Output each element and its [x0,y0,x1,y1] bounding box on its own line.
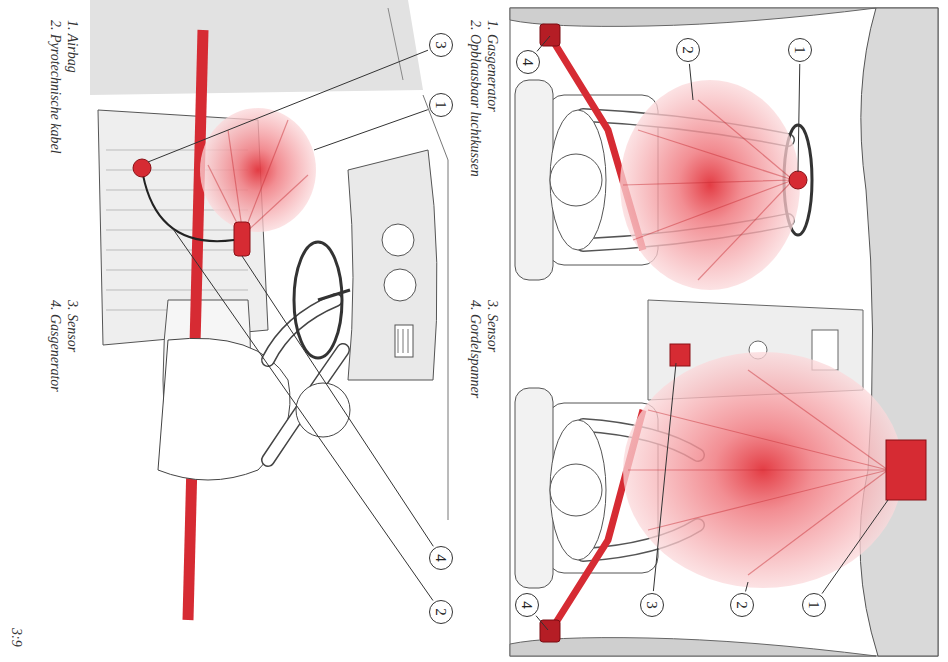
leader-line [148,50,428,162]
steering-column [318,290,350,300]
callout-number: 3 [434,41,449,49]
callout-circle: 4 [515,593,539,617]
legend-caption: 2. Opblaasbaar luchtkussen [468,20,483,177]
caption: 4. Gasgenerator [47,300,65,392]
dashboard [348,150,437,380]
callout-number: 4 [520,601,535,609]
gas-generator [234,222,250,256]
leader-line [314,110,428,150]
callout-circle: 2 [429,600,453,624]
seat-backrest [515,388,553,588]
callout-number: 3 [645,601,660,609]
callout-circle: 1 [802,593,826,617]
caption: 1. Airbag [64,20,82,73]
callout-circle: 4 [429,546,453,570]
caption: 3:9 [8,628,26,647]
callout-circle: 2 [676,38,700,62]
legend-caption: 1. Airbag [65,20,80,73]
side-airbag [200,108,316,232]
leader-line [798,64,800,172]
sensor [670,344,690,366]
legend-caption: 3. Sensor [485,300,500,352]
callout-circle: 1 [788,38,812,62]
seat-belt [188,30,203,620]
caption: 2. Opblaasbaar luchtkussen [467,20,485,177]
leader-line [173,229,433,601]
callout-number: 2 [434,608,449,616]
leader-line [242,256,433,546]
gauge [384,269,416,301]
car-floor [510,8,938,656]
door-panel [510,8,876,26]
callout-number: 1 [793,46,808,54]
gauge [382,224,414,256]
legend-caption: 2. Pyrotechnische kabel [48,20,63,154]
callout-number: 2 [735,601,750,609]
occupant [158,300,350,480]
callout-number: 1 [434,101,449,109]
page-number: 3:9 [9,628,24,647]
pyrotechnic-cable [143,175,234,241]
door [90,0,423,95]
callout-circle: 4 [516,50,540,74]
belt-tensioner [540,24,560,46]
gas-generator [886,440,926,500]
callout-circle: 2 [730,593,754,617]
leader-line [822,500,888,594]
legend-caption: 1. Gasgenerator [485,20,500,112]
overhead-view [510,8,938,656]
seat-backrest [515,80,553,280]
callout-number: 1 [807,601,822,609]
callout-number: 2 [681,46,696,54]
callout-circle: 3 [429,33,453,57]
callout-number: 4 [521,58,536,66]
air-vent [395,325,413,357]
callout-circle: 3 [640,593,664,617]
leader-line [536,616,548,630]
leader-line [537,36,550,51]
caption: 4. Gordelspanner [467,300,485,398]
dashboard [860,8,938,656]
legend-caption: 4. Gasgenerator [48,300,63,392]
caption: 2. Pyrotechnische kabel [47,20,65,154]
caption: 3. Sensor [484,300,502,352]
leader-line [653,363,676,591]
legend-caption: 4. Gordelspanner [468,300,483,398]
leader-line [689,64,693,100]
callout-circle: 1 [429,93,453,117]
callout-number: 4 [434,554,449,562]
side-view [90,0,448,620]
caption: 3. Sensor [64,300,82,352]
gas-generator [789,171,807,189]
driver-airbag [620,80,800,290]
legend-caption: 3. Sensor [65,300,80,352]
caption: 1. Gasgenerator [484,20,502,112]
door-panel [510,638,876,656]
leader-line [746,582,748,591]
